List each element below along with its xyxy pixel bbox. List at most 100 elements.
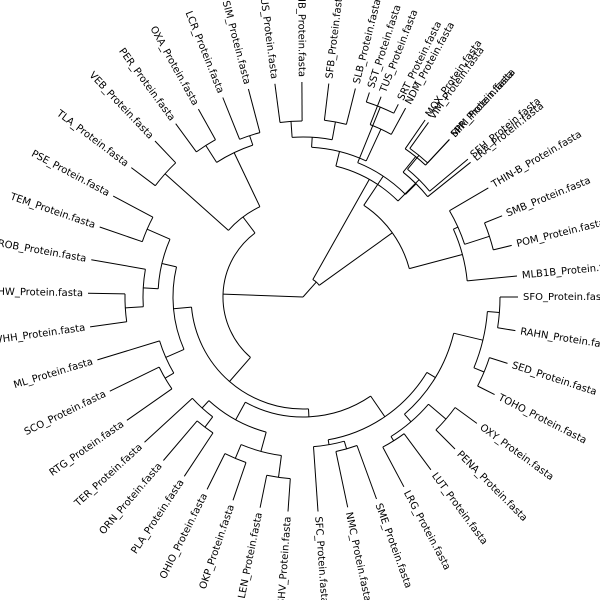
branch-arc-5 [245, 395, 371, 418]
branch-edge-35 [335, 451, 349, 508]
branch-edge-125 [357, 106, 381, 163]
branch-edge-113 [390, 107, 407, 135]
branch-edge-69 [125, 306, 144, 309]
branch-edge-135 [427, 161, 471, 198]
branch-arc-87 [196, 139, 216, 153]
branch-edge-136 [409, 254, 463, 270]
branch-edge-8 [426, 371, 436, 379]
branch-arc-91 [239, 132, 261, 140]
tip-label: OXY_Protein.fasta [477, 422, 555, 483]
branch-edge-29 [382, 446, 405, 488]
branch-edge-15 [497, 327, 516, 332]
branch-edge-89 [197, 108, 216, 140]
branch-arc-33 [335, 445, 358, 452]
branch-edge-144 [493, 244, 512, 251]
branch-edge-96 [312, 179, 370, 280]
branch-edge-133 [404, 119, 426, 150]
branch-edge-83 [154, 140, 177, 164]
branch-arc-111 [370, 124, 392, 135]
branch-edge-120 [429, 158, 469, 192]
branch-edge-19 [477, 385, 495, 396]
branch-edge-102 [290, 121, 293, 138]
branch-arc-21 [390, 403, 429, 437]
branch-edge-78 [242, 216, 256, 234]
tip-label: TOHO_Protein.fasta [495, 392, 588, 447]
branch-edge-110 [365, 128, 382, 162]
tip-label: NMC_Protein.fasta [343, 511, 373, 600]
branch-arc-61 [158, 366, 173, 390]
branch-arc-79 [228, 206, 261, 231]
branch-edge-71 [90, 321, 127, 328]
branch-arc-27 [382, 433, 405, 448]
branch-edge-94 [302, 281, 317, 298]
branch-arc-52 [196, 420, 214, 434]
branch-arc-46 [224, 453, 247, 463]
branch-arc-1 [222, 232, 256, 358]
branch-edge-64 [97, 340, 160, 361]
branch-edge-143 [484, 215, 503, 224]
branch-arc-57 [172, 266, 185, 350]
branch-edge-108 [323, 83, 330, 121]
branch-arc-66 [157, 239, 171, 289]
branch-edge-138 [453, 226, 459, 230]
branch-edge-86 [205, 145, 218, 163]
branch-arc-137 [452, 228, 468, 281]
branch-edge-26 [390, 436, 395, 442]
branch-arc-31 [313, 440, 345, 448]
branch-arc-38 [208, 400, 267, 433]
tip-label: SMB_Protein.fasta [505, 175, 592, 219]
branch-edge-22 [428, 403, 447, 420]
branch-edge-58 [165, 348, 185, 358]
tip-label: MUS_Protein.fasta [257, 0, 280, 80]
branch-edge-92 [222, 97, 241, 140]
branch-edge-28 [403, 433, 432, 471]
tip-label: SHV_Protein.fasta [277, 516, 294, 600]
branch-edge-32 [343, 441, 348, 450]
branch-arc-139 [449, 210, 466, 245]
branch-edge-128 [393, 104, 399, 114]
branch-edge-41 [278, 455, 282, 478]
tip-label: TMB_Protein.fasta [295, 0, 306, 77]
branch-edge-67 [143, 287, 159, 290]
branch-edge-25 [435, 429, 456, 450]
branch-edge-131 [402, 156, 417, 173]
branch-edge-140 [449, 187, 489, 212]
branch-edge-106 [331, 121, 336, 140]
branch-edge-24 [454, 407, 478, 424]
tip-label: POM_Protein.fasta [515, 217, 600, 249]
branch-edge-141 [464, 235, 490, 245]
branch-edge-56 [173, 306, 192, 310]
tip-label: LEN_Protein.fasta [237, 512, 265, 600]
branch-edge-39 [260, 431, 267, 452]
branch-arc-7 [328, 372, 428, 441]
branch-edge-62 [126, 388, 173, 421]
tip-label: TLA_Protein.fasta [53, 108, 130, 170]
branch-edge-10 [453, 332, 484, 341]
branch-arc-40 [240, 444, 282, 456]
branch-edge-43 [287, 478, 291, 512]
branch-edge-30 [327, 439, 330, 445]
tree-branches [87, 81, 518, 512]
tip-label: ML_Protein.fasta [12, 357, 94, 392]
branch-edge-12 [487, 311, 500, 313]
branch-arc-122 [363, 204, 410, 269]
tip-label: SCO_Protein.fasta [23, 389, 108, 438]
tip-label: PSE_Protein.fasta [29, 149, 111, 199]
branch-edge-88 [175, 123, 197, 153]
branch-edge-123 [363, 175, 384, 206]
tip-label: ROB_Protein.fasta [0, 238, 87, 264]
branch-edge-90 [249, 135, 254, 146]
tip-label: SFB_Protein.fasta [324, 0, 345, 79]
branch-edge-129 [405, 183, 417, 195]
tip-label: RAHN_Protein.fasta [519, 326, 600, 352]
branch-edge-84 [233, 152, 261, 207]
tip-label: SME_Protein.fasta [373, 502, 414, 590]
branch-edge-80 [164, 173, 229, 231]
branch-edge-48 [206, 453, 226, 490]
branch-edge-63 [109, 366, 160, 392]
branch-edge-98 [335, 151, 340, 167]
branch-edge-100 [311, 137, 313, 148]
branch-arc-9 [404, 333, 455, 415]
